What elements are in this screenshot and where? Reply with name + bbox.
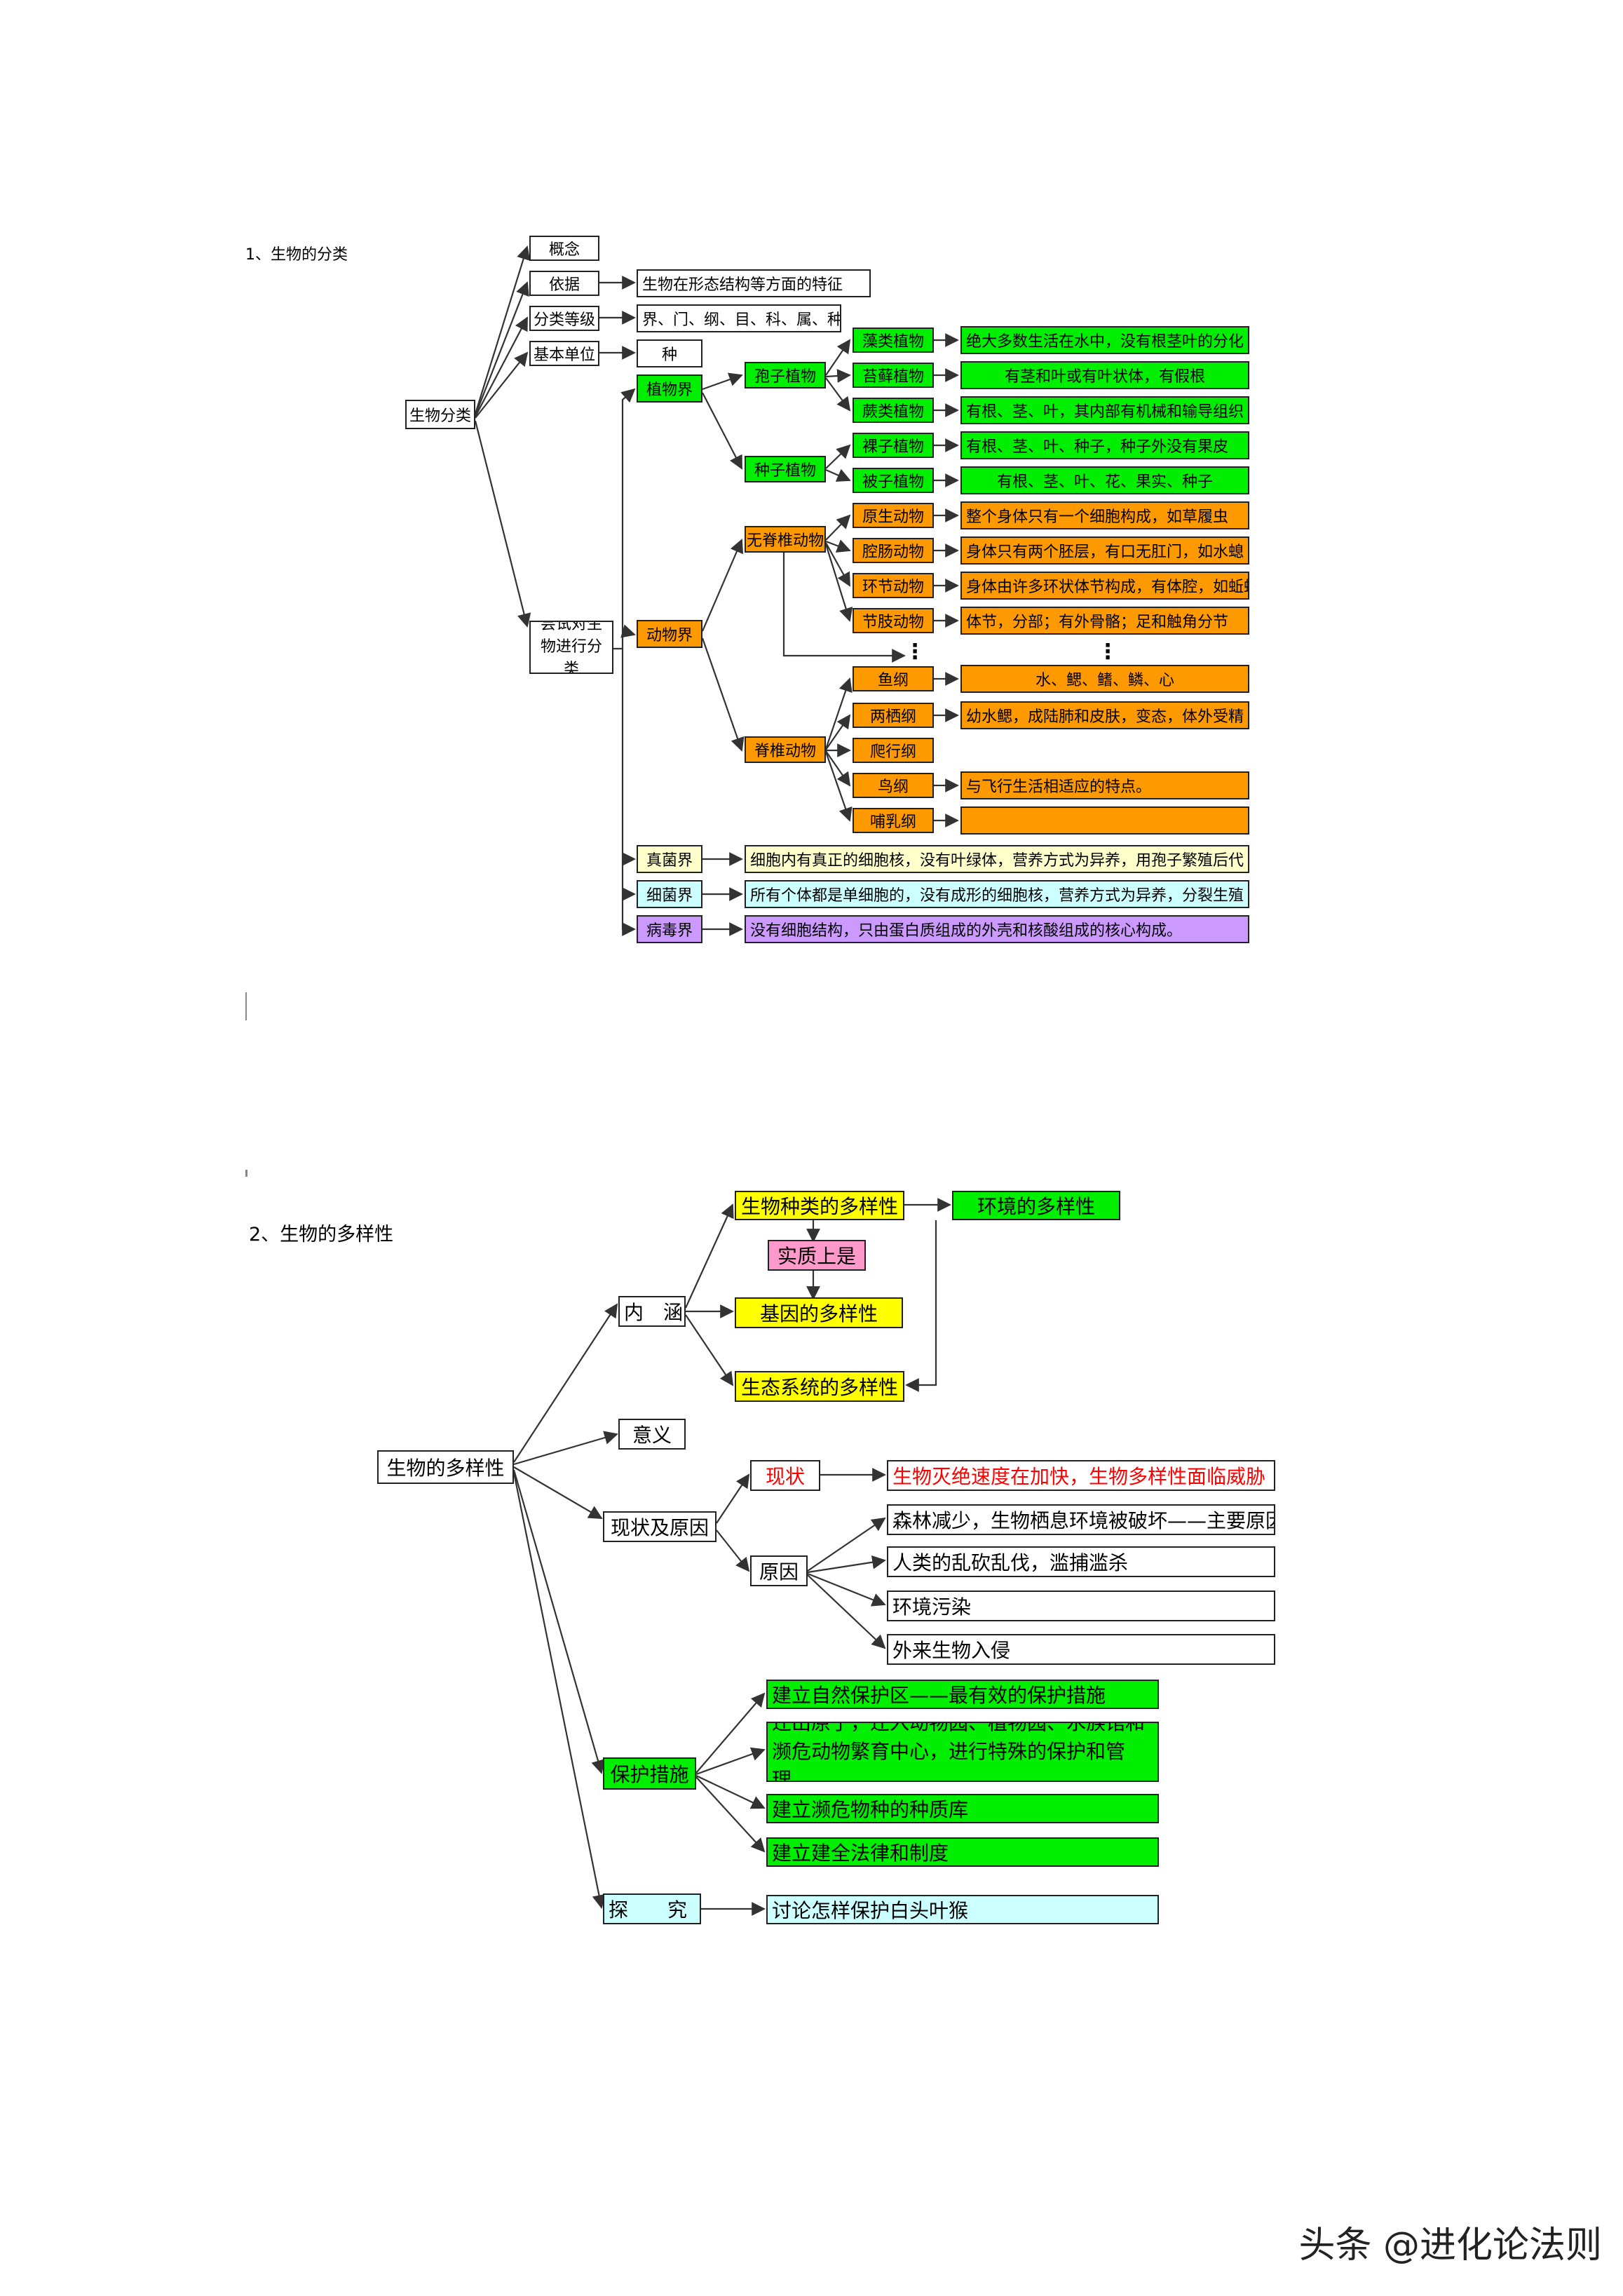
- node-cause: 原因: [750, 1555, 808, 1586]
- node-coelenterates-desc: 身体只有两个胚层，有口无肛门，如水螅: [960, 536, 1249, 565]
- node-vertebrates: 脊椎动物: [745, 736, 826, 763]
- node-protection-measures: 保护措施: [603, 1757, 696, 1790]
- node-connotation: 内 涵: [618, 1296, 686, 1327]
- node-mammals: 哺乳纲: [853, 808, 934, 833]
- node-basis-desc: 生物在形态结构等方面的特征: [637, 269, 871, 297]
- node-animal-kingdom: 动物界: [637, 620, 702, 648]
- node-amphibians: 两栖纲: [853, 703, 934, 728]
- node-arthropods: 节肢动物: [853, 608, 934, 633]
- section1-connectors: [474, 245, 959, 936]
- section1-title: 1、生物的分类: [245, 246, 348, 264]
- node-gene-diversity: 基因的多样性: [735, 1297, 903, 1328]
- node-protection-3: 建立濒危物种的种质库: [766, 1794, 1159, 1823]
- node-levels: 分类等级: [529, 306, 599, 331]
- node-fern-desc: 有根、茎、叶，其内部有机械和输导组织: [960, 396, 1249, 424]
- node-birds: 鸟纲: [853, 773, 934, 798]
- node-protection-4: 建立建全法律和制度: [766, 1837, 1159, 1867]
- node-angiosperms-desc: 有根、茎、叶、花、果实、种子: [960, 466, 1249, 494]
- node-reptiles: 爬行纲: [853, 738, 934, 763]
- node-basis: 依据: [529, 271, 599, 296]
- node-birds-desc: 与飞行生活相适应的特点。: [960, 771, 1249, 799]
- node-fish: 鱼纲: [853, 666, 934, 691]
- node-bacteria: 细菌界: [637, 880, 702, 908]
- ellipsis-right: ⋮: [1097, 640, 1118, 664]
- node-species-diversity: 生物种类的多样性: [735, 1191, 904, 1220]
- node-annelids-desc: 身体由许多环状体节构成，有体腔，如蚯蚓: [960, 572, 1249, 600]
- node-cause-2: 人类的乱砍乱伐，滥捕滥杀: [887, 1546, 1275, 1577]
- node-annelids: 环节动物: [853, 573, 934, 598]
- watermark-text: 头条 @进化论法则: [1298, 2224, 1602, 2267]
- node-fish-desc: 水、鳃、鳍、鳞、心: [960, 665, 1249, 693]
- node-plant-kingdom: 植物界: [637, 374, 702, 403]
- node-moss-desc: 有茎和叶或有叶状体，有假根: [960, 361, 1249, 389]
- node-protection-1: 建立自然保护区——最有效的保护措施: [766, 1680, 1159, 1709]
- node-protozoa: 原生动物: [853, 503, 934, 528]
- node-moss: 苔藓植物: [853, 363, 934, 388]
- node-virus: 病毒界: [637, 915, 702, 943]
- node-unit: 基本单位: [529, 341, 599, 366]
- node-virus-desc: 没有细胞结构，只由蛋白质组成的外壳和核酸组成的核心构成。: [745, 915, 1249, 943]
- node-unit-desc: 种: [637, 339, 702, 367]
- node-bacteria-desc: 所有个体都是单细胞的，没有成形的细胞核，营养方式为异养，分裂生殖: [745, 880, 1249, 908]
- node-concept: 概念: [529, 236, 599, 261]
- node-cause-4: 外来生物入侵: [887, 1634, 1275, 1665]
- cursor-mark: [245, 992, 247, 1020]
- node-amphibians-desc: 幼水鳃，成陆肺和皮肤，变态，体外受精: [960, 701, 1249, 729]
- node-algae: 藻类植物: [853, 327, 934, 353]
- node-gymnosperms: 裸子植物: [853, 433, 934, 458]
- node-cause-3: 环境污染: [887, 1591, 1275, 1621]
- node-root-biodiversity: 生物的多样性: [377, 1450, 514, 1484]
- cursor-mark: [245, 1170, 247, 1177]
- node-algae-desc: 绝大多数生活在水中，没有根茎叶的分化: [960, 326, 1249, 354]
- node-status-desc: 生物灭绝速度在加快，生物多样性面临威胁: [887, 1460, 1275, 1491]
- node-status: 现状: [750, 1460, 820, 1491]
- node-essence: 实质上是: [768, 1240, 866, 1271]
- node-status-and-cause: 现状及原因: [603, 1511, 717, 1542]
- node-fern: 蕨类植物: [853, 398, 934, 423]
- node-seed-plants: 种子植物: [745, 456, 826, 482]
- node-root-classification: 生物分类: [405, 400, 475, 429]
- ellipsis-left: ⋮: [904, 640, 925, 664]
- node-protozoa-desc: 整个身体只有一个细胞构成，如草履虫: [960, 501, 1249, 529]
- node-cause-1: 森林减少，生物栖息环境被破坏——主要原因: [887, 1504, 1275, 1535]
- node-spore-plants: 孢子植物: [745, 362, 826, 389]
- section2-title: 2、生物的多样性: [249, 1224, 394, 1245]
- node-invertebrates: 无脊椎动物: [745, 526, 826, 553]
- node-mammals-desc: [960, 806, 1249, 835]
- section2-connectors: [512, 1198, 951, 1916]
- node-levels-desc: 界、门、纲、目、科、属、种: [637, 304, 841, 332]
- node-meaning: 意义: [618, 1419, 686, 1450]
- node-coelenterates: 腔肠动物: [853, 538, 934, 563]
- node-arthropods-desc: 体节，分部；有外骨骼；足和触角分节: [960, 607, 1249, 635]
- node-ecosystem-diversity: 生态系统的多样性: [735, 1371, 904, 1402]
- node-explore-desc: 讨论怎样保护白头叶猴: [766, 1895, 1159, 1924]
- node-gymnosperms-desc: 有根、茎、叶、种子，种子外没有果皮: [960, 431, 1249, 459]
- node-fungi: 真菌界: [637, 845, 702, 873]
- node-protection-2: 迁出原了，迁入动物园、植物园、水族馆和濒危动物繁育中心，进行特殊的保护和管理。: [766, 1722, 1159, 1782]
- node-angiosperms: 被子植物: [853, 468, 934, 493]
- node-explore: 探 究: [603, 1893, 701, 1924]
- node-environment-diversity: 环境的多样性: [952, 1191, 1120, 1220]
- node-fungi-desc: 细胞内有真正的细胞核，没有叶绿体，营养方式为异养，用孢子繁殖后代: [745, 845, 1249, 873]
- node-attempt-classify: 尝试对生物进行分类: [529, 621, 613, 674]
